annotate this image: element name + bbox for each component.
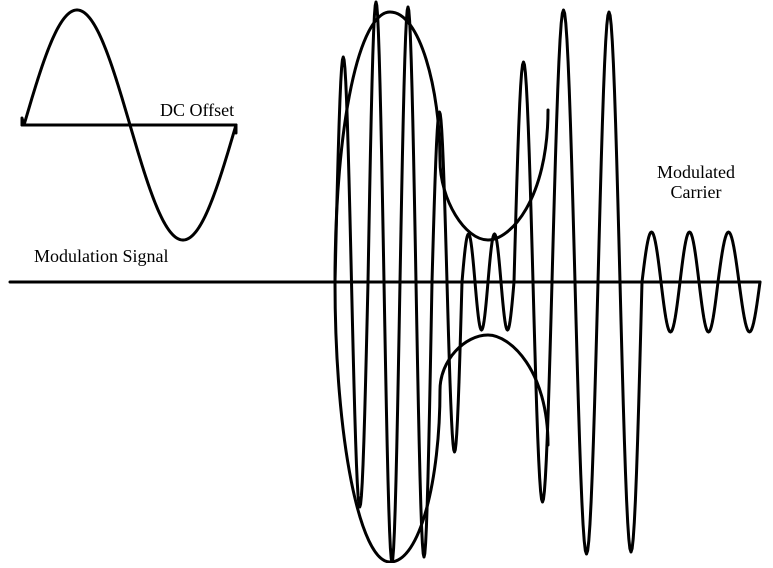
modulated-carrier-label-line1: Modulated (657, 162, 735, 182)
lower-envelope-curve (333, 280, 550, 564)
modulated-carrier-label: Modulated Carrier (640, 162, 752, 202)
modulated-carrier-label-line2: Carrier (670, 182, 722, 202)
modulated-carrier-wave (333, 0, 762, 564)
dc-offset-label: DC Offset (160, 100, 235, 120)
modulation-signal-wave (20, 8, 238, 242)
modulation-signal-label: Modulation Signal (34, 246, 169, 266)
